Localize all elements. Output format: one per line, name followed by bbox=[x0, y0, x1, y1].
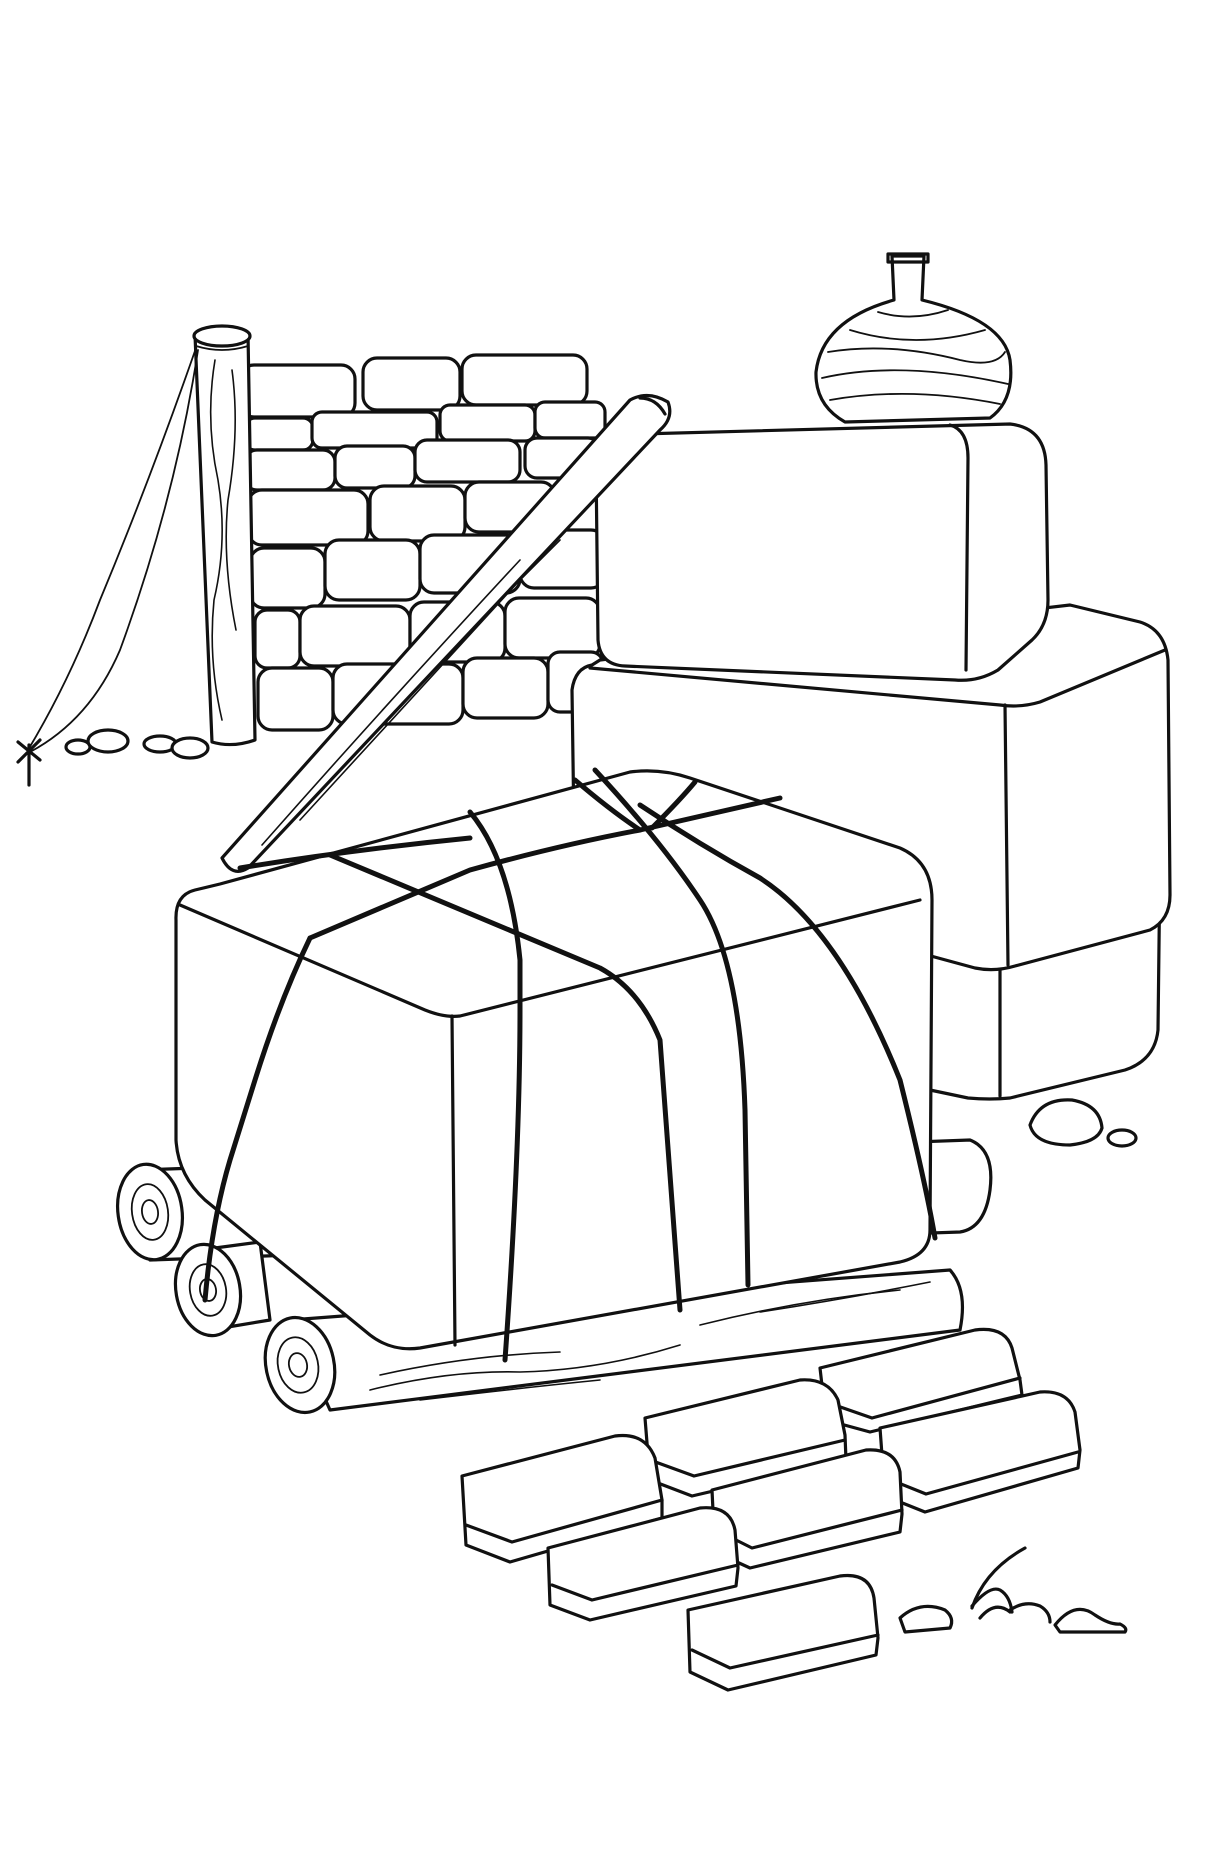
rocks-right bbox=[1028, 1098, 1138, 1148]
wooden-post bbox=[192, 324, 257, 747]
binding-ropes bbox=[202, 767, 938, 1363]
grass-tuft bbox=[898, 1546, 1128, 1634]
wooden-lever-pole bbox=[220, 393, 672, 873]
paving-bricks bbox=[460, 1327, 1082, 1692]
small-pebbles-left bbox=[64, 728, 210, 760]
clay-vase bbox=[814, 252, 1013, 424]
measuring-line bbox=[16, 347, 199, 787]
large-tied-stone-block bbox=[174, 769, 934, 1351]
